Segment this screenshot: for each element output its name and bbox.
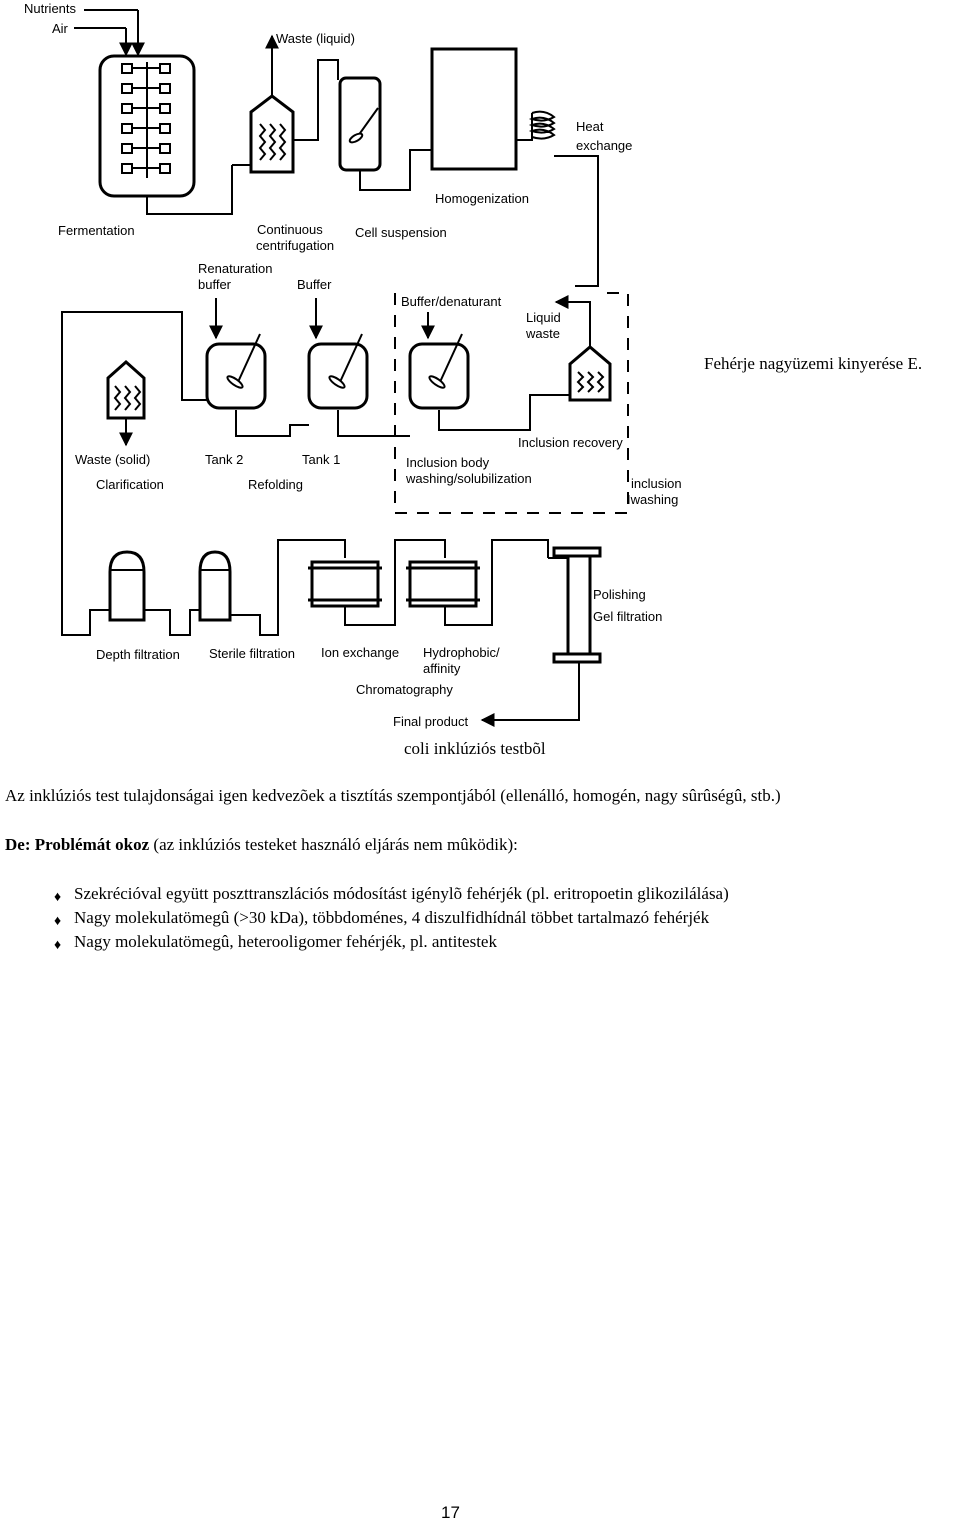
tank1-label: Tank 1	[302, 452, 340, 467]
tank2-label: Tank 2	[205, 452, 243, 467]
buffer-label: Buffer	[297, 277, 332, 292]
refolding-label: Refolding	[248, 477, 303, 492]
fermentation-label: Fermentation	[58, 223, 135, 238]
depth-filter	[108, 550, 146, 622]
clarification-to-depth-pipe	[61, 530, 110, 636]
centrifuge-1-blades	[258, 123, 287, 161]
side-title: Fehérje nagyüzemi kinyerése E.	[704, 354, 923, 373]
homogenizer	[430, 47, 518, 171]
inclusion-tank-impeller	[428, 375, 446, 389]
list-item: ♦Nagy molekulatömegû (>30 kDa), többdomé…	[52, 906, 729, 930]
bioprocess-flow-diagram: Nutrients Air Fermentation Waste (liquid…	[24, 1, 682, 729]
tank2-to-clarification-pipe	[61, 311, 207, 530]
waste-solid-label: Waste (solid)	[75, 452, 150, 467]
diamond-bullet-icon: ♦	[54, 938, 62, 953]
inclusion-body-tank	[408, 342, 470, 410]
tank1-to-tank2-pipe	[235, 410, 309, 437]
diamond-bullet-icon: ♦	[54, 914, 62, 929]
list-item: ♦Szekrécióval együtt poszttranszlációs m…	[52, 882, 729, 906]
problem-rest: (az inklúziós testeket használó eljárás …	[149, 835, 518, 854]
continuous-label-2: centrifugation	[256, 238, 334, 253]
homogenizer-to-heat-pipe	[516, 113, 533, 141]
clarification-label: Clarification	[96, 477, 164, 492]
tank-1	[307, 342, 369, 410]
tank-1-agitator	[339, 333, 363, 383]
ionexchange-to-hydrophobic-pipe	[344, 539, 446, 626]
tank-2-agitator	[237, 333, 261, 383]
suspension-impeller	[348, 132, 364, 144]
liquid-waste-arrow	[554, 295, 591, 347]
ion-exchange-column	[308, 560, 382, 608]
homogenization-label: Homogenization	[435, 191, 529, 206]
tank-1-impeller	[328, 375, 346, 389]
centrifuge-3	[106, 359, 146, 420]
heat-exchange-label-1: Heat	[576, 119, 604, 134]
problem-list: ♦Szekrécióval együtt poszttranszlációs m…	[52, 882, 729, 954]
buffer-denaturant-label: Buffer/denaturant	[401, 294, 502, 309]
cell-suspension-label: Cell suspension	[355, 225, 447, 240]
figure-caption: coli inklúziós testbõl	[404, 739, 546, 758]
polishing-label: Polishing	[593, 587, 646, 602]
heat-to-inclusion-pipe	[554, 155, 599, 287]
fermenter-to-centrifuge-pipe	[146, 165, 233, 215]
list-item: ♦Nagy molekulatömegû, heterooligomer feh…	[52, 930, 729, 954]
inclusion-body-label-2: washing/solubilization	[405, 471, 532, 486]
sterile-to-ionexchange-pipe	[230, 539, 346, 636]
inclusion-recovery-boundary	[394, 292, 629, 514]
heat-exchanger-coil	[528, 110, 556, 140]
paragraph-problem: De: Problémát okoz (az inklúziós testeke…	[5, 835, 518, 855]
depth-to-sterile-pipe	[144, 609, 200, 636]
tank-2-impeller	[226, 375, 244, 389]
gel-filtration-column	[552, 546, 602, 664]
inclusion-washing-label-2: Iwashing	[627, 492, 678, 507]
renaturation-label-1: Renaturation	[198, 261, 272, 276]
inclusion-body-label-1: Inclusion body	[406, 455, 490, 470]
renaturation-label-2: buffer	[198, 277, 232, 292]
ion-exchange-label: Ion exchange	[321, 645, 399, 660]
waste-liquid-label: Waste (liquid)	[276, 31, 355, 46]
paragraph-properties: Az inklúziós test tulajdonságai igen ked…	[5, 786, 781, 805]
inclusion-washing-label-1: inclusion	[631, 476, 682, 491]
tank-2	[205, 342, 267, 410]
sterile-filter	[198, 550, 232, 622]
liquid-waste-label-1: Liquid	[526, 310, 561, 325]
centrifuge2-to-inclusion-pipe	[438, 394, 570, 431]
inclusion-to-tank1-pipe	[337, 410, 410, 437]
final-product-label: Final product	[393, 714, 469, 729]
hydrophobic-to-gel-pipe	[444, 539, 549, 626]
hydrophobic-label-2: affinity	[423, 661, 461, 676]
continuous-label-1: Continuous	[257, 222, 323, 237]
hydrophobic-column	[406, 560, 480, 608]
centrifuge-to-suspension-pipe	[293, 59, 339, 141]
diamond-bullet-icon: ♦	[54, 890, 62, 905]
suspension-to-homogenizer-pipe	[359, 149, 432, 191]
centrifuge-2-blades	[576, 371, 605, 393]
final-product-arrow	[480, 662, 580, 727]
heat-exchange-label-2: exchange	[576, 138, 632, 153]
suspension-agitator	[357, 107, 379, 137]
liquid-waste-label-2: waste	[525, 326, 560, 341]
cell-suspension-tank	[338, 76, 382, 172]
sterile-filtration-label: Sterile filtration	[209, 646, 295, 661]
air-label: Air	[52, 21, 69, 36]
problem-bold: De: Problémát okoz	[5, 835, 150, 854]
nutrients-label: Nutrients	[24, 1, 77, 16]
depth-filtration-label: Depth filtration	[96, 647, 180, 662]
inclusion-recovery-label: Inclusion recovery	[518, 435, 623, 450]
gel-filtration-label: Gel filtration	[593, 609, 662, 624]
fermenter-impellers	[121, 63, 171, 174]
page-number: 17	[441, 1503, 460, 1522]
chromatography-label: Chromatography	[356, 682, 453, 697]
inclusion-tank-agitator	[439, 333, 463, 383]
centrifuge-3-blades	[113, 385, 142, 411]
hydrophobic-label-1: Hydrophobic/	[423, 645, 500, 660]
